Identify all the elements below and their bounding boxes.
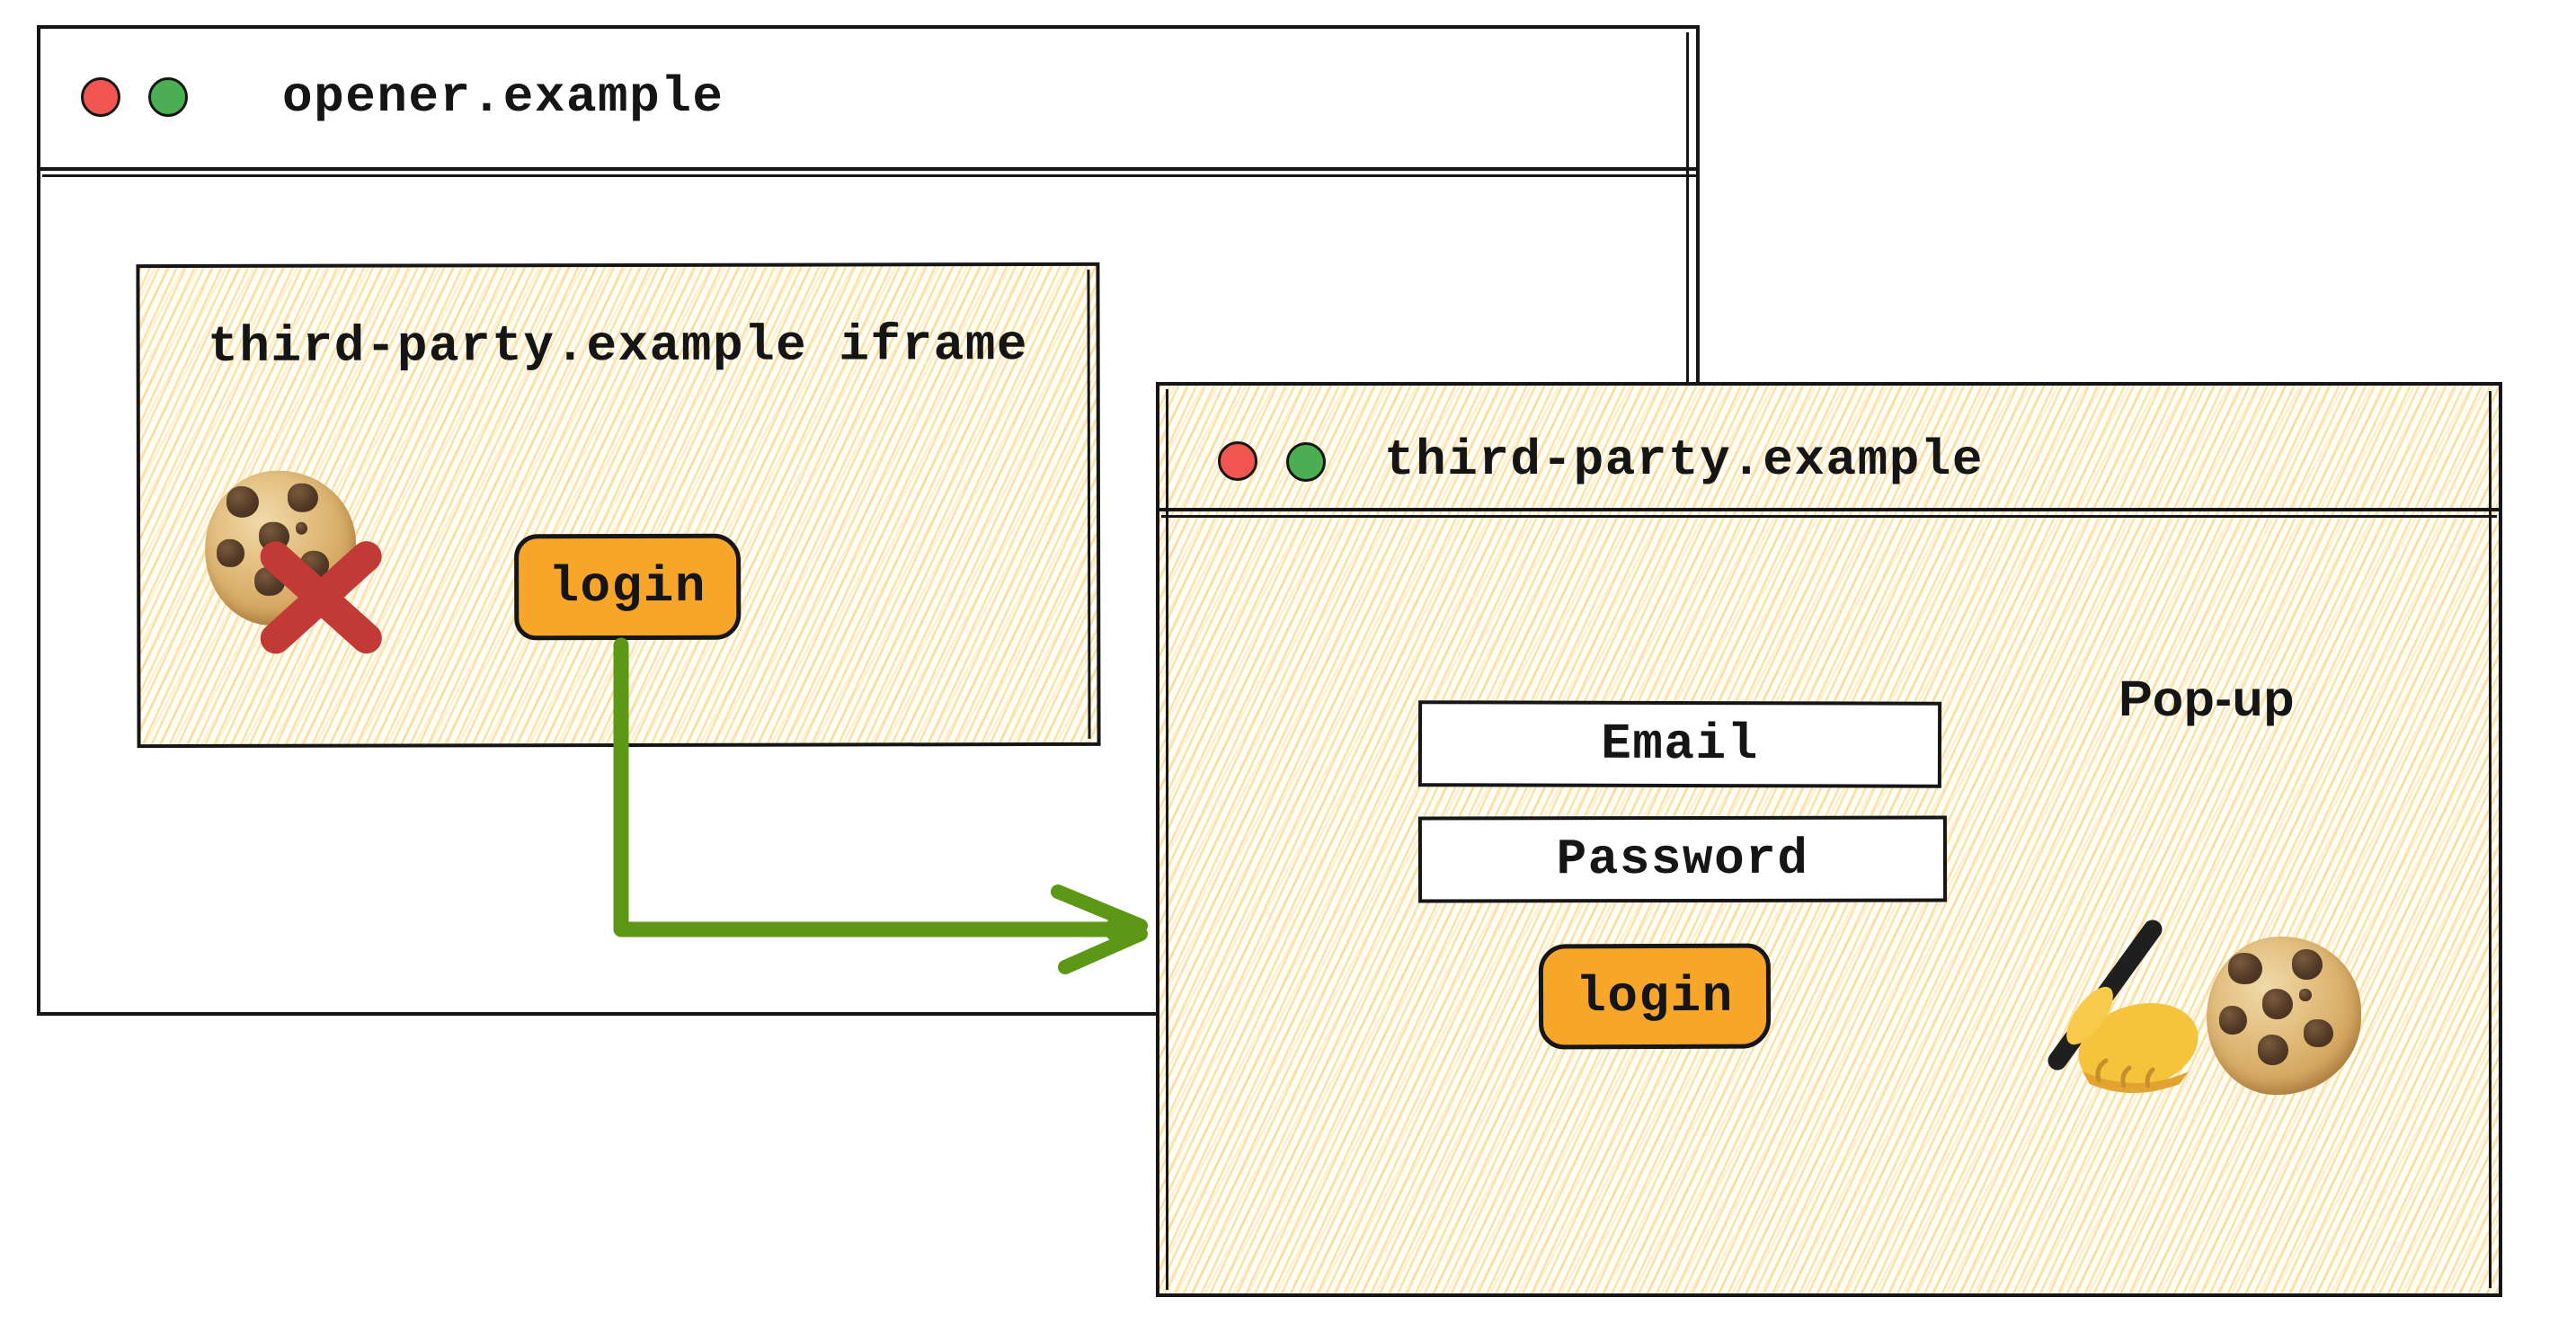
- hand-drawn-stroke: [42, 174, 1700, 177]
- hand-drawn-stroke: [2489, 391, 2492, 1288]
- iframe-login-button[interactable]: login: [514, 533, 742, 641]
- popup-titlebar: third-party.example: [1159, 386, 2499, 511]
- hand-drawn-stroke: [1161, 515, 2497, 518]
- third-party-iframe: third-party.example iframe login: [136, 262, 1101, 749]
- hand-drawn-stroke: [1166, 389, 1168, 1290]
- cookie-icon: [2207, 937, 2361, 1095]
- popup-label: Pop-up: [2119, 670, 2295, 726]
- traffic-light-red-icon[interactable]: [1218, 441, 1257, 481]
- opener-titlebar: opener.example: [40, 29, 1696, 171]
- writing-hand-icon: [2047, 920, 2198, 1093]
- iframe-title: third-party.example iframe: [208, 316, 1029, 376]
- popup-window: third-party.example Pop-up Email Passwor…: [1156, 382, 2502, 1297]
- password-field[interactable]: Password: [1417, 815, 1948, 903]
- traffic-light-green-icon[interactable]: [148, 77, 188, 117]
- popup-window-title: third-party.example: [1384, 431, 1985, 489]
- opener-window-title: opener.example: [282, 68, 724, 126]
- blocked-cross-icon: [244, 520, 397, 675]
- email-field[interactable]: Email: [1417, 700, 1942, 788]
- traffic-light-green-icon[interactable]: [1286, 442, 1326, 482]
- traffic-light-red-icon[interactable]: [81, 77, 120, 117]
- popup-login-button[interactable]: login: [1538, 943, 1772, 1050]
